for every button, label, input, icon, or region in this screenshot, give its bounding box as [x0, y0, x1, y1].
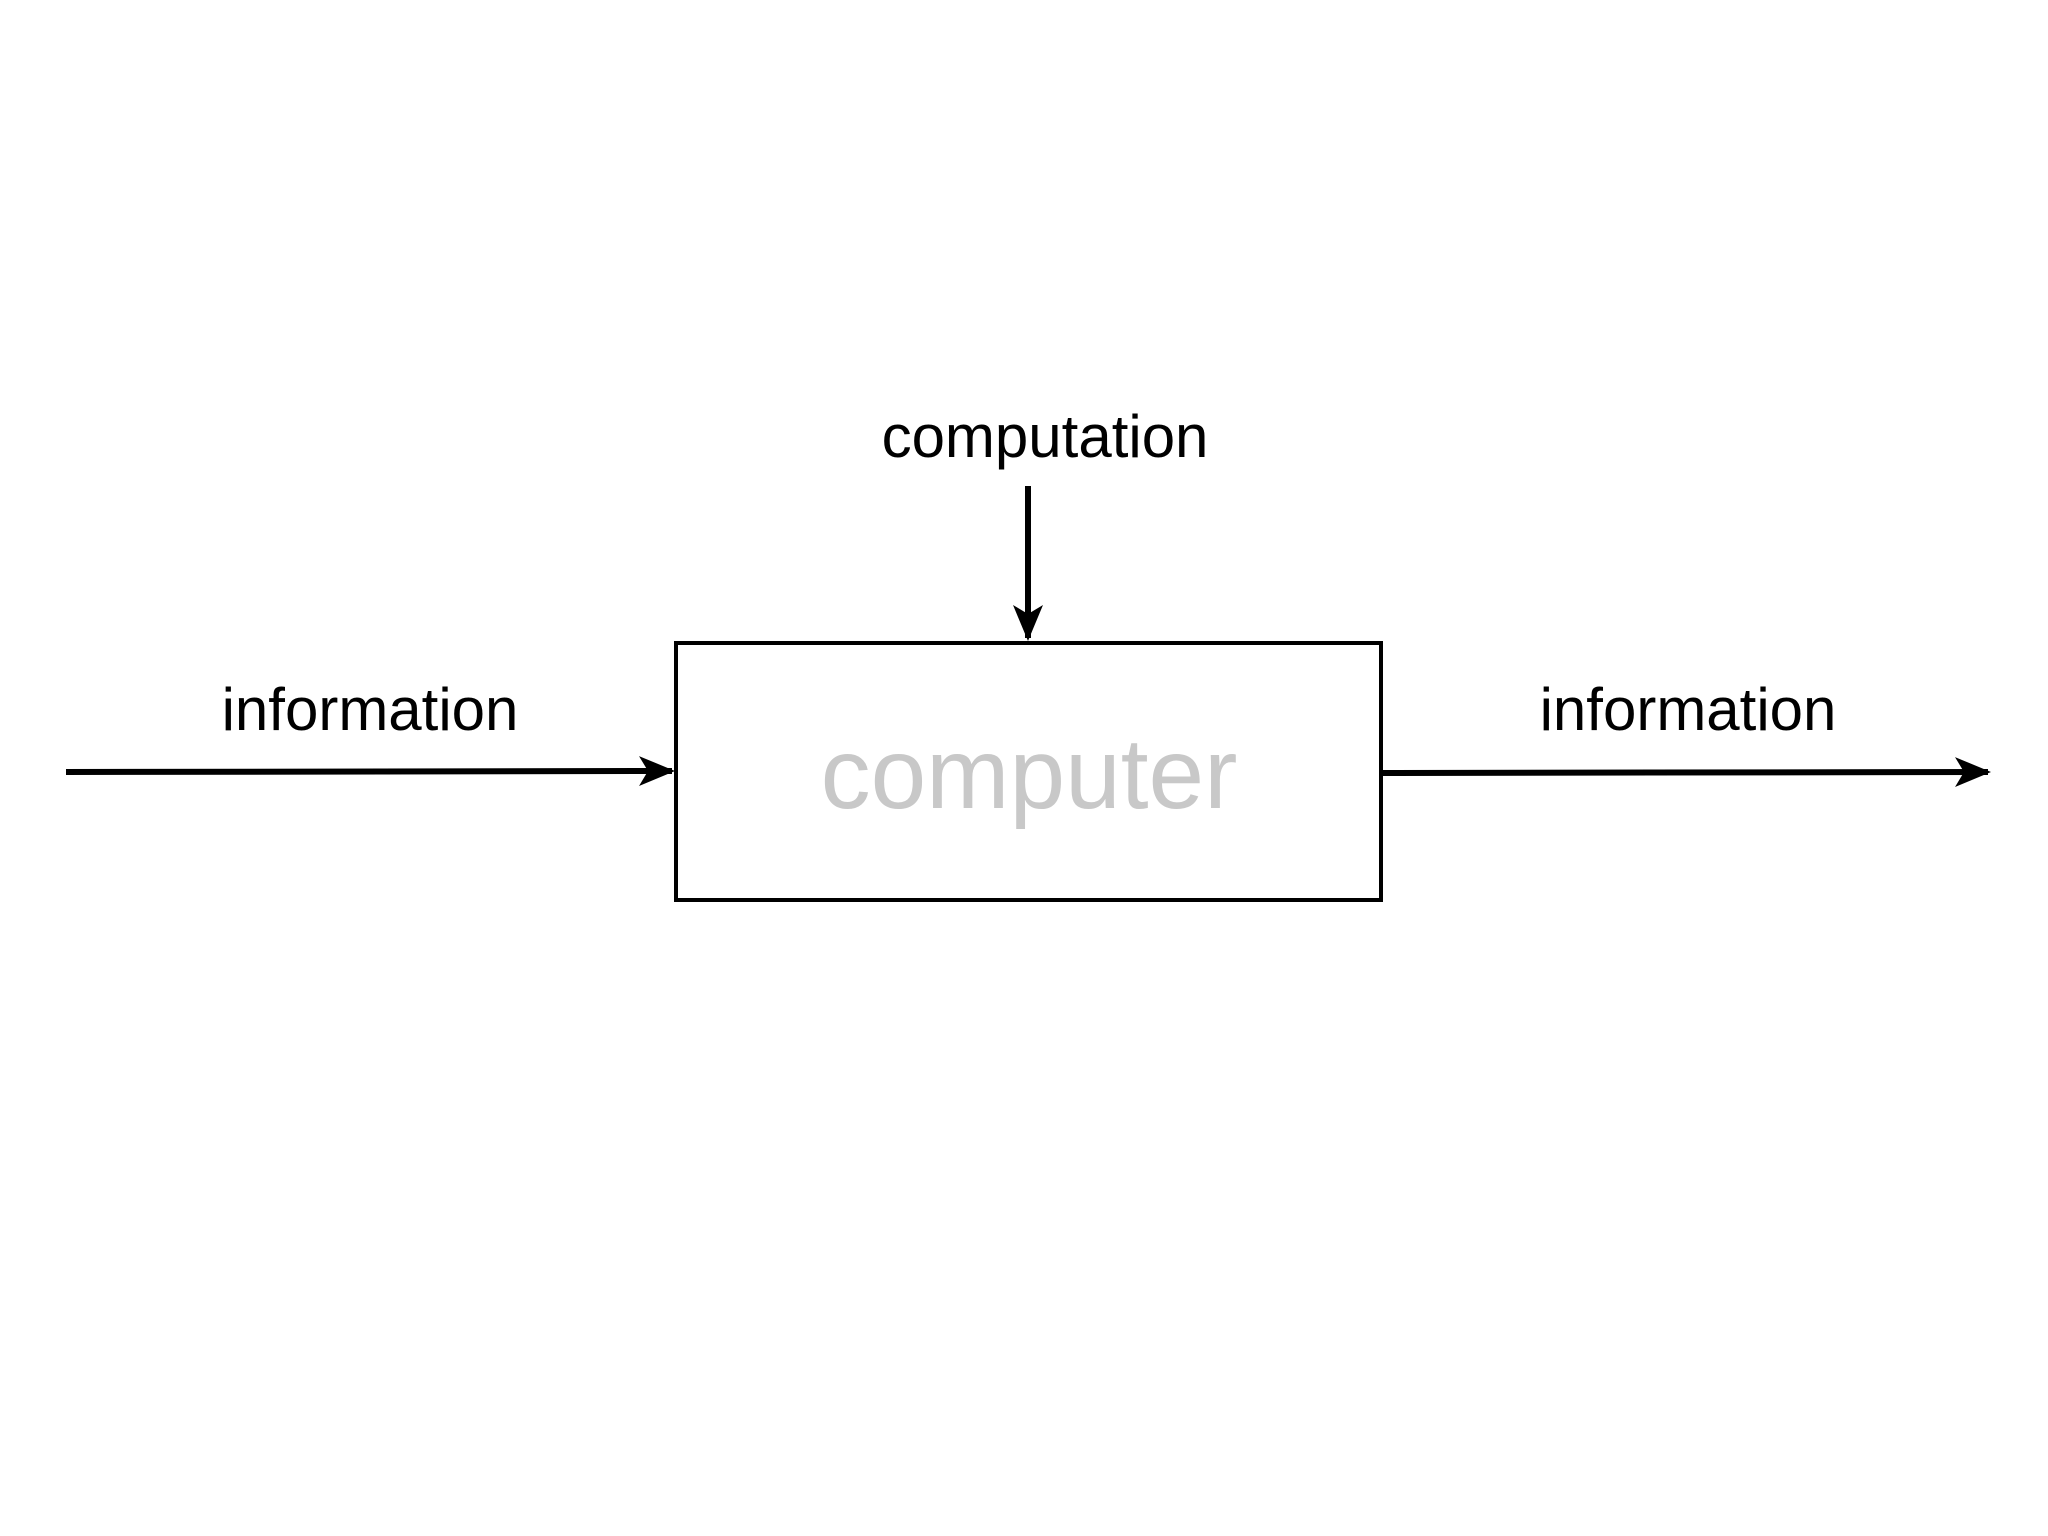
output-arrow	[1382, 757, 1991, 788]
input-information-label: information	[222, 676, 519, 743]
computer-box-label: computer	[821, 718, 1238, 830]
output-information-label: information	[1540, 676, 1837, 743]
input-arrow	[65, 756, 675, 787]
computer-box	[674, 641, 1383, 902]
computation-label: computation	[882, 403, 1209, 470]
